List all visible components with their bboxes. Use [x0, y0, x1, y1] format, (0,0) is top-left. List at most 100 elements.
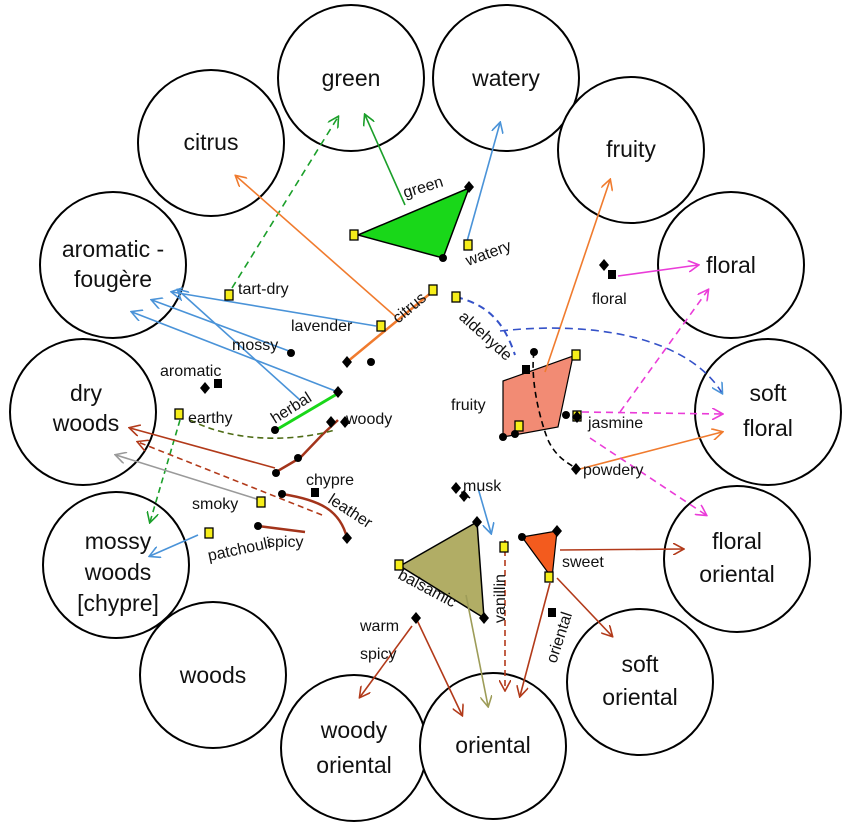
family-label-soft-floral-line2: floral [743, 415, 793, 441]
connector-spicy-note [257, 524, 306, 534]
circle-fruity [557, 76, 705, 224]
marker-lavender [376, 320, 386, 332]
arrow-watery-to-watery [465, 123, 500, 246]
note-label-lavender: lavender [291, 318, 353, 335]
dot-spicy [254, 522, 262, 530]
circle-citrus [137, 69, 285, 217]
family-label-mossy-woods-line2: woods [84, 559, 151, 585]
marker-chypre [311, 488, 319, 497]
family-label-watery: watery [471, 65, 540, 91]
arrow-mossy-to-aromatic [152, 300, 290, 352]
arrow-jasmine-to-floral [619, 290, 708, 413]
arrow-tartdry-to-green [231, 117, 338, 289]
note-label-aromatic: aromatic [160, 363, 221, 380]
dot-leather [278, 490, 286, 498]
marker-fruity-top [571, 349, 581, 361]
marker-smoky [256, 496, 266, 508]
circle-green [277, 4, 425, 152]
connector-powdery-note [532, 351, 577, 469]
note-label-aldehyde: aldehyde [455, 308, 515, 364]
family-label-woody-oriental-line1: woody [320, 717, 388, 743]
diamond-warm-spicy [411, 612, 421, 624]
note-label-green: green [401, 174, 445, 202]
note-label-citrus: citrus [390, 289, 430, 327]
note-label-woody: woody [345, 411, 392, 428]
family-labels: green watery citrus fruity aromatic - fo… [52, 65, 793, 778]
family-label-floral-oriental-line2: oriental [699, 561, 774, 587]
note-label-patchouli: patchouli [206, 535, 272, 565]
diamond-musk-2 [459, 490, 469, 502]
note-label-earthy: earthy [188, 410, 232, 427]
diamond-sweet [552, 525, 562, 537]
note-label-floral: floral [592, 291, 627, 308]
arrow-patchouli-to-mossy-woods [150, 534, 199, 556]
diamond-balsamic-top [472, 516, 482, 528]
diamond-leather [342, 532, 352, 544]
circle-dry-woods [9, 338, 157, 486]
family-label-green: green [322, 65, 381, 91]
family-label-woods: woods [179, 662, 246, 688]
family-label-fruity: fruity [606, 136, 656, 162]
dot-woody-1 [272, 469, 280, 477]
note-markers [174, 181, 616, 624]
arrow-smoky-to-dry-woods [116, 455, 261, 501]
note-label-mossy: mossy [232, 337, 278, 354]
family-label-dry-woods-line2: woods [52, 410, 119, 436]
marker-aromatic [214, 379, 222, 388]
arrow-fruity-to-soft-floral [575, 432, 722, 471]
arrow-sweet-to-soft-oriental [556, 577, 612, 636]
dot-fruity-left [499, 433, 507, 441]
note-label-tart-dry: tart-dry [238, 281, 289, 298]
diamond-herbal [333, 386, 343, 398]
circle-floral [657, 191, 805, 339]
circle-aromatic-fougere [39, 191, 187, 339]
diamond-powdery [571, 463, 581, 475]
dot-jasmine [562, 411, 570, 419]
marker-green-triangle [349, 229, 359, 241]
dot-herbal [271, 426, 279, 434]
fruity-shape [502, 355, 574, 438]
connector-leather-note [281, 492, 349, 539]
family-label-floral-oriental-line1: floral [712, 528, 762, 554]
arrows [116, 115, 722, 715]
arrow-leather-to-dry-woods [138, 442, 323, 516]
arrow-green-to-green [365, 115, 406, 206]
marker-balsamic [394, 559, 404, 571]
dot-citrus-start [367, 358, 375, 366]
balsamic-triangle [398, 520, 485, 620]
note-label-fruity: fruity [451, 397, 486, 414]
note-label-chypre: chypre [306, 472, 354, 489]
family-label-mossy-woods-line3: [chypre] [77, 590, 159, 616]
circle-floral-oriental [663, 485, 811, 633]
note-label-powdery: powdery [583, 462, 643, 479]
diamond-balsamic-bottom [479, 612, 489, 624]
marker-oriental [548, 608, 556, 617]
connector-herbal-note [275, 392, 338, 432]
arrow-herbal-to-aromatic-1 [132, 312, 339, 393]
note-label-sweet: sweet [562, 554, 604, 571]
arrow-citrus-to-citrus [236, 176, 397, 318]
circle-woods [139, 601, 287, 749]
marker-floral [608, 270, 616, 279]
marker-aldehyde [451, 291, 461, 303]
dot-aldehyde-end [530, 348, 538, 356]
family-label-oriental: oriental [455, 732, 530, 758]
diamond-aromatic [200, 382, 210, 394]
marker-fruity-inner [522, 365, 530, 374]
family-label-soft-oriental-line2: oriental [602, 684, 677, 710]
family-label-aromatic-line1: aromatic - [62, 236, 164, 262]
note-shapes [355, 186, 574, 620]
arrow-fruity-to-fruity [544, 180, 610, 373]
circle-soft-floral [694, 338, 842, 486]
marker-patchouli [204, 527, 214, 539]
diamond-woody [326, 416, 336, 428]
note-label-spicy: spicy [267, 534, 303, 551]
diamond-floral [599, 259, 609, 271]
arrow-sweet-to-floral-oriental [559, 549, 683, 550]
family-label-dry-woods-line1: dry [70, 380, 102, 406]
diamond-green-top [464, 181, 474, 193]
family-label-aromatic-line2: fougère [74, 266, 152, 292]
arrow-warm-spicy-to-oriental [415, 617, 462, 715]
